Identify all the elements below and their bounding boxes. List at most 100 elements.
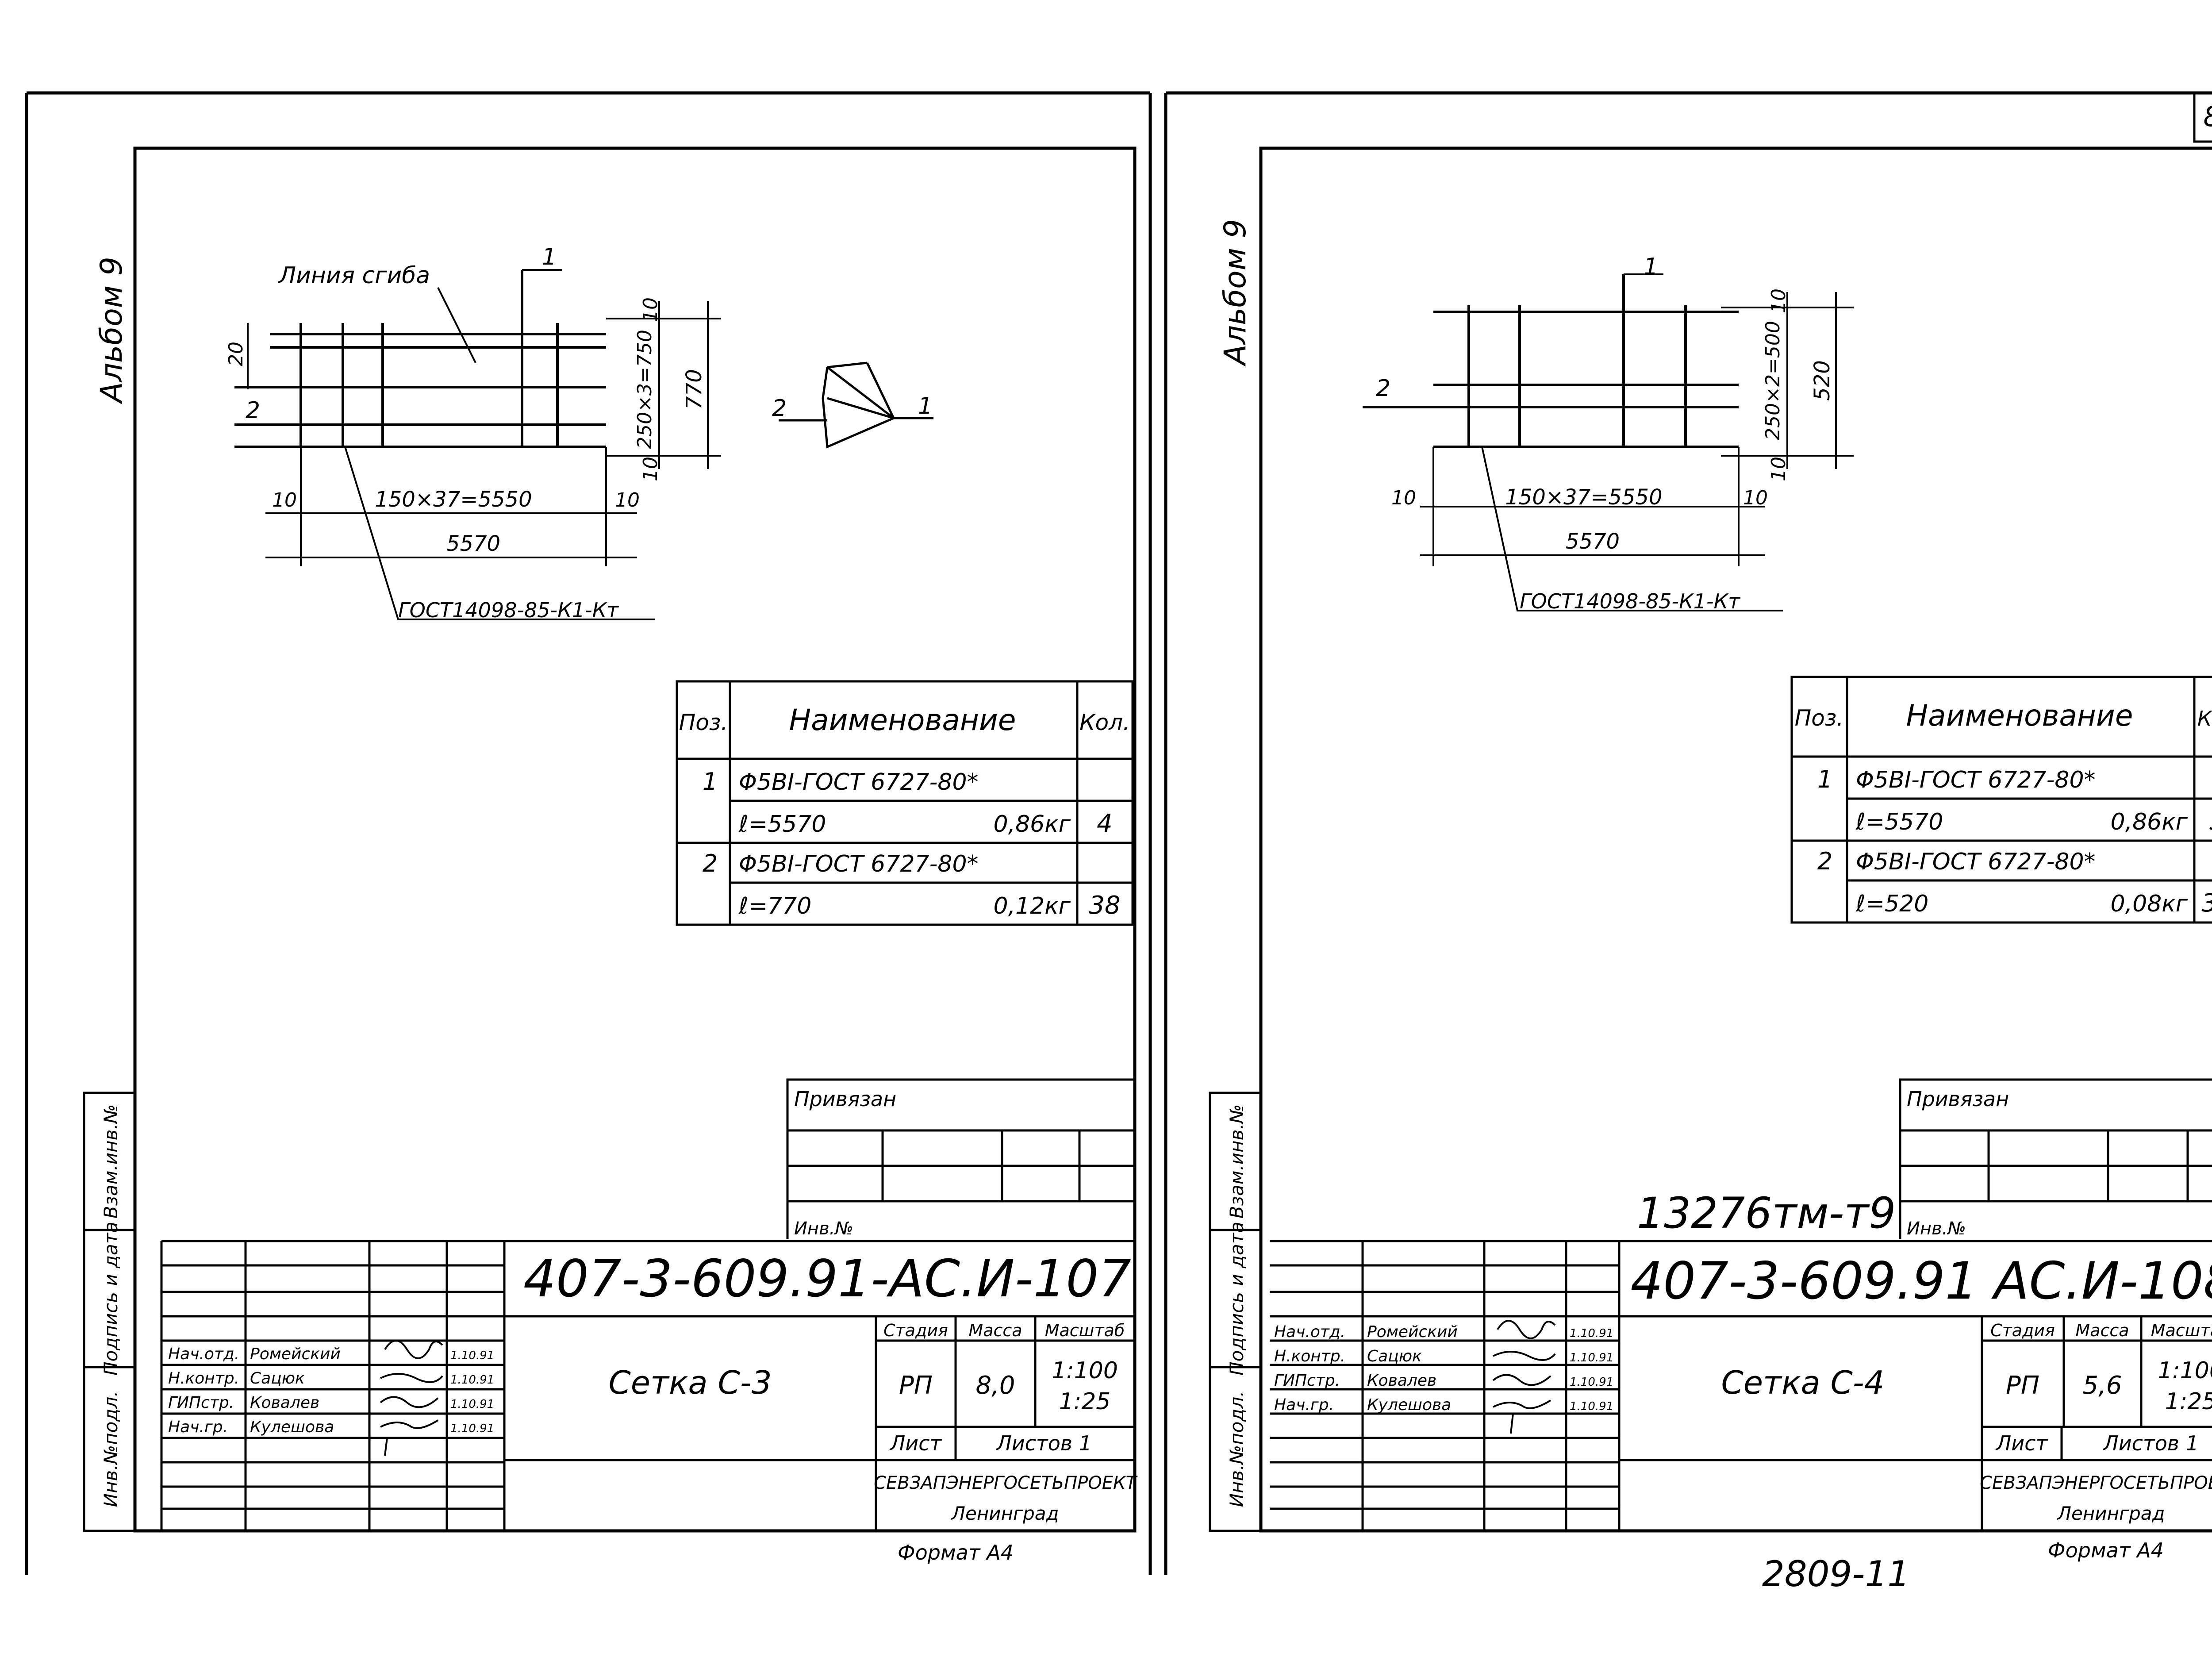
scale-value-2: 1:25 [2165, 1388, 2212, 1415]
binding-block [786, 1078, 1135, 1239]
spec-row2-weight: 0,86кг [993, 811, 1071, 838]
side-strip-label-1: Взам.инв.№ [1226, 1104, 1248, 1218]
bend-line-label: Линия сгиба [278, 262, 430, 289]
mass-value: 5,6 [2082, 1371, 2122, 1400]
spec-header-name: Наименование [1906, 699, 2133, 733]
pos2-label: 2 [246, 397, 260, 424]
organization-name: СЕВЗАПЭНЕРГОСЕТЬПРОЕКТ [874, 1473, 1138, 1493]
sig1-role: Нач.отд. [1274, 1323, 1345, 1341]
spec-row2-name: ℓ=5570 [1855, 809, 1943, 835]
mesh-drawing [234, 270, 606, 448]
spec-row3-name: Φ5ВI-ГОСТ 6727-80* [1856, 849, 2096, 875]
binding-inv-label: Инв.№ [794, 1218, 853, 1239]
sheet-label: Лист [889, 1431, 942, 1455]
sig3-role: ГИПстр. [1274, 1372, 1340, 1390]
spec-row3-pos: 2 [703, 849, 718, 877]
spec-row4-weight: 0,12кг [993, 893, 1071, 919]
spec-row1-pos: 1 [1817, 765, 1832, 793]
scale-value-1: 1:100 [1052, 1357, 1118, 1384]
sheet2-side-strip [1209, 1092, 1262, 1532]
sig4-date: 1.10.91 [450, 1422, 494, 1435]
sig4-name: Кулешова [250, 1418, 334, 1436]
side-strip-label-3: Инв.№подл. [100, 1391, 122, 1507]
spec-row2-weight: 0,86кг [2110, 809, 2188, 835]
page-number: 83 [2204, 100, 2212, 133]
dim-total-horizontal: 5570 [446, 531, 500, 556]
sheets-count-label: Листов 1 [2102, 1431, 2199, 1455]
scale-label: Масштаб [2151, 1321, 2212, 1340]
spec-row1-name: Φ5ВI-ГОСТ 6727-80* [1856, 767, 2096, 793]
binding-label: Привязан [794, 1087, 896, 1111]
binding-label: Привязан [1907, 1087, 2009, 1111]
sheet1-side-strip [83, 1092, 136, 1532]
sig4-role: Нач.гр. [168, 1418, 228, 1436]
scale-label: Масштаб [1045, 1321, 1125, 1340]
sig2-role: Н.контр. [1274, 1347, 1345, 1365]
sig3-name: Ковалев [1367, 1372, 1436, 1390]
sheet-right: Взам.инв.№ Подпись и дата Инв.№подл. Аль… [1209, 146, 2212, 1595]
sig1-name: Ромейский [250, 1345, 341, 1363]
drawing-name: Сетка С-4 [1721, 1364, 1884, 1401]
organization-city: Ленинград [2056, 1503, 2165, 1524]
stage-label: Стадия [883, 1321, 948, 1340]
spec-header-pos: Поз. [1795, 705, 1844, 731]
binding-inv-label: Инв.№ [1907, 1218, 1966, 1239]
page-number-box [2193, 92, 2212, 143]
bend-symbol-pos2: 2 [772, 395, 787, 422]
spec-row1-name: Φ5ВI-ГОСТ 6727-80* [739, 769, 979, 796]
sig1-date: 1.10.91 [1570, 1327, 1613, 1340]
sig3-date: 1.10.91 [450, 1398, 494, 1411]
spec-row4-weight: 0,08кг [2110, 891, 2188, 917]
bend-symbol-pos1: 1 [918, 393, 933, 419]
dim-left: 10 [1391, 487, 1416, 509]
spec-row4-qty: 38 [2201, 889, 2212, 918]
sig4-role: Нач.гр. [1274, 1396, 1334, 1414]
spec-row2-name: ℓ=5570 [738, 811, 826, 838]
pos2-label: 2 [1376, 375, 1390, 402]
sig2-role: Н.контр. [168, 1369, 239, 1388]
spec-row2-qty: 4 [1097, 809, 1113, 838]
organization-name: СЕВЗАПЭНЕРГОСЕТЬПРОЕКТ [1980, 1473, 2212, 1493]
sig2-date: 1.10.91 [1570, 1351, 1613, 1365]
mesh-dimensions [247, 269, 721, 620]
binding-block [1899, 1078, 2212, 1239]
side-strip-label-2: Подпись и дата [100, 1222, 122, 1376]
bend-symbol [779, 361, 933, 449]
dim-right: 10 [1743, 487, 1768, 509]
title-block [1270, 1240, 2212, 1531]
mesh-note: ГОСТ14098-85-К1-Кт [1520, 589, 1740, 613]
spec-header-qty: Кол [2197, 707, 2212, 730]
dim-spacing-vertical: 250×3=750 [634, 330, 656, 449]
spec-row4-qty: 38 [1089, 891, 1120, 920]
sheet2-frame [1259, 146, 2212, 1533]
pos1-label: 1 [542, 244, 557, 270]
sig2-name: Сацюк [1367, 1347, 1422, 1365]
album-label: Альбом 9 [1218, 219, 1253, 367]
mass-label: Масса [2075, 1321, 2129, 1340]
mesh-note: ГОСТ14098-85-К1-Кт [398, 598, 619, 622]
handwritten-bottom-ref: 2809-11 [1762, 1553, 1910, 1595]
sig3-role: ГИПстр. [168, 1394, 234, 1412]
spec-header-qty: Кол. [1079, 710, 1130, 735]
spec-table [676, 680, 1134, 926]
spec-header-name: Наименование [789, 703, 1016, 737]
sig1-name: Ромейский [1367, 1323, 1458, 1341]
side-strip-label-3: Инв.№подл. [1226, 1391, 1248, 1507]
dim-top: 10 [1767, 288, 1790, 313]
dim-total-horizontal: 5570 [1566, 529, 1620, 554]
spec-row3-name: Φ5ВI-ГОСТ 6727-80* [739, 851, 979, 877]
sig1-role: Нач.отд. [168, 1345, 239, 1363]
mesh-drawing [1363, 274, 1739, 448]
sheet-left: Взам.инв.№ Подпись и дата Инв.№подл. Аль… [83, 146, 1138, 1564]
format-label: Формат А4 [2048, 1538, 2164, 1562]
side-strip-label-1: Взам.инв.№ [100, 1104, 122, 1218]
spec-row1-pos: 1 [703, 768, 718, 796]
dim-right: 10 [615, 489, 640, 511]
dim-bottom: 10 [639, 457, 662, 481]
stage-value: РП [2006, 1371, 2039, 1400]
sig3-date: 1.10.91 [1570, 1376, 1613, 1389]
scale-value-1: 1:100 [2158, 1357, 2212, 1384]
drawing-code: 407-3-609.91 АС.И-108 [1631, 1251, 2212, 1311]
spec-header-pos: Поз. [679, 710, 728, 735]
sig2-date: 1.10.91 [450, 1373, 494, 1387]
